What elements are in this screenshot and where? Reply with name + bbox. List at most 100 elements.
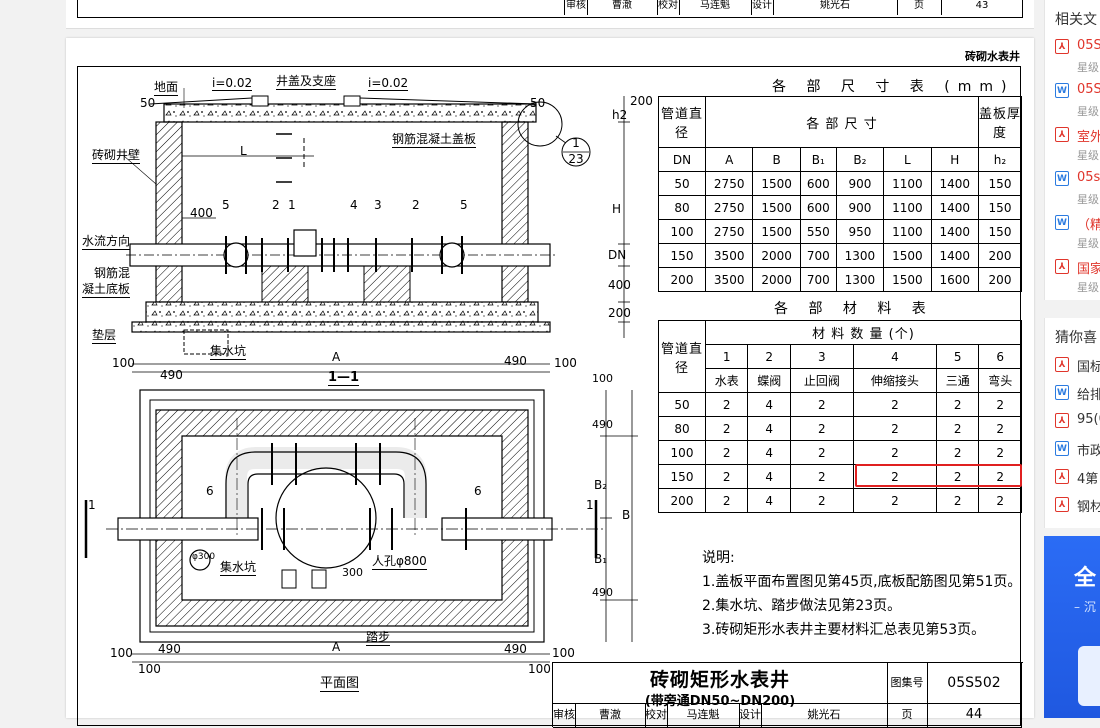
cover-support-label: 井盖及支座 [276, 74, 337, 90]
dim-50-left: 50 [140, 96, 156, 110]
plan-dim-100-top: 100 [592, 372, 613, 385]
recommendation-item[interactable]: ⅄ 4第 [1045, 465, 1100, 493]
plan-part-6-right: 6 [474, 484, 482, 498]
table-cell: 2750 [704, 195, 754, 220]
table-cell: 150 [658, 464, 706, 489]
plan-dim-100-bottom: 100 [138, 662, 161, 676]
related-doc-title[interactable]: 05s5 [1077, 170, 1100, 185]
table-cell: 2 [935, 440, 980, 465]
recommendation-item[interactable]: W 市政 [1045, 437, 1100, 465]
related-doc-title[interactable]: （精 [1077, 218, 1100, 233]
materials-item-number: 5 [935, 344, 980, 369]
recommendation-item[interactable]: ⅄ 钢材 [1045, 493, 1100, 521]
plan-view [84, 389, 638, 663]
table-cell: 1100 [883, 219, 932, 244]
plan-dim-100-left: 100 [110, 646, 133, 660]
table-cell: 2 [789, 440, 854, 465]
related-doc-item[interactable]: ⅄ 05S 星级 [1045, 35, 1100, 79]
table-cell: 150 [978, 195, 1022, 220]
sump-label: 集水坑 [210, 344, 247, 360]
plan-dim-B: B [622, 508, 631, 522]
sign-label: 审核 [565, 0, 588, 15]
table-cell: 100 [658, 219, 706, 244]
plan-dim-490-top: 490 [592, 418, 613, 431]
sign-name: 马连魁 [679, 0, 752, 15]
promo-banner[interactable]: 全 – 沉 [1044, 536, 1100, 718]
table-cell: 200 [978, 243, 1022, 268]
title-block: 砖砌矩形水表井 (带旁通DN50~DN200) 图集号 05S502 审核 曹澈… [552, 662, 1023, 728]
word-doc-icon: W [1055, 441, 1069, 456]
dims-table-caption: 各 部 尺 寸 表 (mm) [772, 79, 1015, 95]
plan-dim-A: A [332, 640, 341, 654]
page-number: 43 [975, 0, 989, 11]
plan-title: 平面图 [320, 672, 360, 692]
related-doc-title[interactable]: 室外 [1077, 130, 1100, 145]
materials-col-header: 水表 [704, 368, 749, 393]
related-doc-item[interactable]: ⅄ 国家 星级 [1045, 255, 1100, 299]
table-cell: 600 [799, 171, 837, 196]
recommendation-title[interactable]: 4第 [1077, 472, 1099, 487]
part-number: 3 [374, 198, 382, 212]
recommendation-title[interactable]: 国标 [1077, 360, 1100, 375]
dims-col-header: B₂ [835, 147, 885, 172]
recommendation-title[interactable]: 市政 [1077, 444, 1100, 459]
materials-table: 管道直径 材 料 数 量 (个) 1 2 3 4 5 6 水表 蝶阀 止回阀 伸… [658, 320, 1022, 513]
detail-callout-bottom: 23 [568, 152, 584, 166]
table-cell: 2 [978, 488, 1022, 513]
table-cell: 200 [978, 267, 1022, 292]
dim-400-vertical: 400 [608, 278, 631, 292]
table-cell: 1400 [930, 171, 980, 196]
plan-dim-490-right: 490 [504, 642, 527, 656]
related-doc-rating: 星级 [1077, 149, 1099, 162]
dims-col-header: H [930, 147, 980, 172]
plan-dim-490-left: 490 [158, 642, 181, 656]
atlas-label: 图集号 [887, 663, 928, 704]
dims-header-cover: 盖板厚度 [978, 96, 1022, 148]
dim-DN: DN [608, 248, 627, 262]
table-cell: 3500 [704, 243, 754, 268]
table-cell: 2 [704, 416, 749, 441]
recommendation-title[interactable]: 给排 [1077, 388, 1100, 403]
sign-name: 姚光石 [773, 0, 898, 15]
pdf-icon: ⅄ [1055, 413, 1069, 428]
related-doc-item[interactable]: W 05s5 星级 [1045, 167, 1100, 211]
dim-50-right: 50 [530, 96, 546, 110]
dim-490-right: 490 [504, 354, 527, 368]
part-number: 5 [460, 198, 468, 212]
note-item: 3.砖砌矩形水表井主要材料汇总表见第53页。 [702, 622, 986, 638]
table-cell: 1400 [930, 243, 980, 268]
recommendations-panel: 猜你喜 ⅄ 国标 W 给排 ⅄ 95(0 W 市政 ⅄ 4第 ⅄ 钢材 [1044, 318, 1100, 528]
related-doc-item[interactable]: ⅄ 室外 星级 [1045, 123, 1100, 167]
dim-H: H [612, 202, 622, 216]
recommendation-title[interactable]: 95(0 [1077, 412, 1100, 427]
recommendation-item[interactable]: ⅄ 95(0 [1045, 409, 1100, 437]
related-doc-item[interactable]: W （精 星级 [1045, 211, 1100, 255]
part-number: 1 [288, 198, 296, 212]
highlight-box [855, 464, 1022, 487]
cushion-label: 垫层 [92, 328, 117, 344]
plan-dim-490-bottom: 490 [592, 586, 613, 599]
table-cell: 1600 [930, 267, 980, 292]
section-labels: 地面 i=0.02 井盖及支座 i=0.02 50 50 钢筋混凝土盖板 1 2… [66, 38, 1034, 718]
page-number: 44 [927, 703, 1022, 728]
plan-part-6-left: 6 [206, 484, 214, 498]
table-cell: 100 [658, 440, 706, 465]
recommendations-heading: 猜你喜 [1055, 330, 1097, 346]
recommendation-item[interactable]: W 给排 [1045, 381, 1100, 409]
drawing-main-title: 砖砌矩形水表井 [649, 669, 790, 691]
materials-header-pipe: 管道直径 [658, 320, 706, 393]
dims-col-header: h₂ [978, 147, 1022, 172]
promo-banner-heading: 全 [1074, 566, 1097, 591]
recommendation-item[interactable]: ⅄ 国标 [1045, 353, 1100, 381]
table-cell: 2 [852, 488, 938, 513]
related-doc-title[interactable]: 国家 [1077, 262, 1100, 277]
word-doc-icon: W [1055, 171, 1069, 186]
related-doc-title[interactable]: 05S [1077, 82, 1100, 97]
dim-490-left: 490 [160, 368, 183, 382]
recommendation-title[interactable]: 钢材 [1077, 500, 1100, 515]
related-doc-title[interactable]: 05S [1077, 38, 1100, 53]
related-doc-item[interactable]: W 05S 星级 [1045, 79, 1100, 123]
plan-step-label: 踏步 [366, 630, 391, 646]
